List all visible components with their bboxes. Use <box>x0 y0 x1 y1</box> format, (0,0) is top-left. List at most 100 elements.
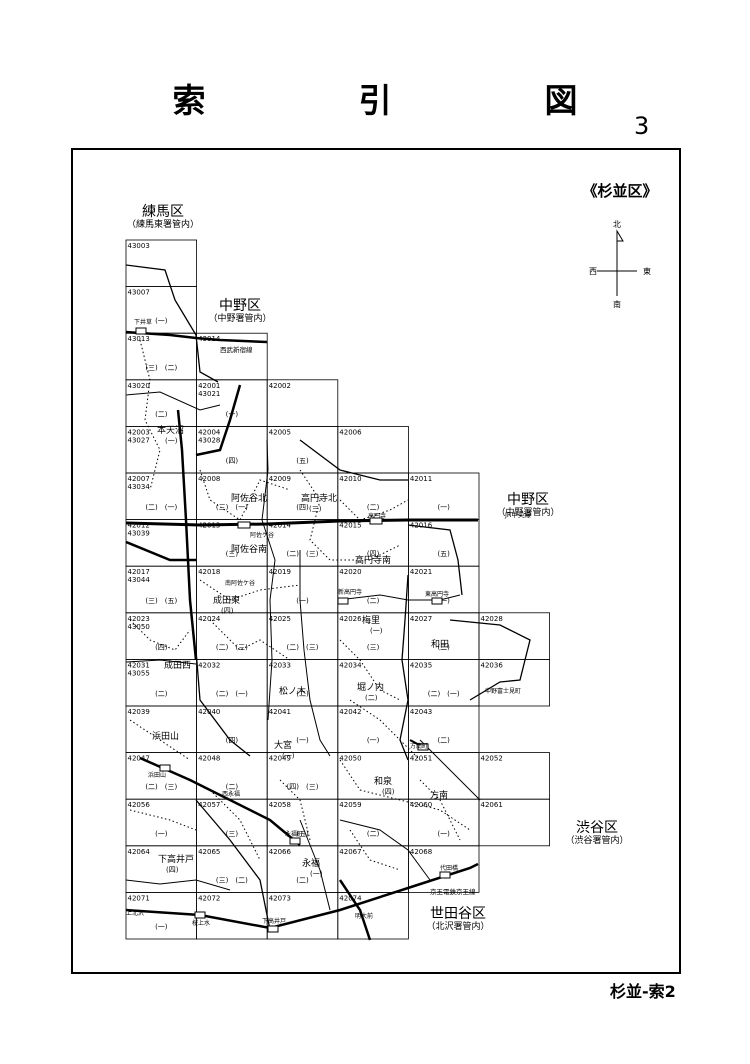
grid-cell[interactable]: 42021(一) <box>407 565 480 614</box>
grid-cell[interactable]: 42002 <box>266 379 339 427</box>
grid-cell[interactable]: 42068 <box>407 845 480 893</box>
compass-south: 南 <box>613 299 621 309</box>
station-name: 下高井戸 <box>262 917 286 925</box>
cell-code: 42001 <box>198 382 220 390</box>
cell-chome: (三) (五) <box>145 597 177 605</box>
grid-cell[interactable]: 42035(二) (一) <box>407 659 480 707</box>
cell-code: 42011 <box>410 475 432 483</box>
area-chome: (四) <box>221 607 234 615</box>
station-name: 高円寺 <box>368 512 386 520</box>
cell-chome: (一) <box>296 737 309 745</box>
cell-chome: (四) <box>296 504 309 512</box>
grid-cell[interactable]: 42028 <box>478 612 550 660</box>
grid-cell[interactable]: 42056(一) <box>125 798 197 847</box>
grid-cell[interactable]: 42014(二) (三) <box>266 519 339 567</box>
town-boundaries-dotted <box>129 339 471 871</box>
station-name: 方南町 <box>410 742 428 750</box>
cell-code: 42010 <box>339 475 361 483</box>
cell-chome: (一) <box>437 597 450 605</box>
grid-cell[interactable]: 42033(二) <box>266 659 339 707</box>
grid-cell[interactable]: 43020(二) <box>125 379 197 427</box>
area-chome: (四) <box>166 866 179 874</box>
grid-cell[interactable]: 43007(一) <box>125 286 197 334</box>
grid-cell[interactable]: 42011 (一) <box>407 472 480 520</box>
cell-chome: (三) <box>226 550 239 558</box>
grid-cell[interactable]: 42042(一) <box>337 705 409 753</box>
rail-line-name: 西武新宿線 <box>220 345 253 354</box>
footer-code: 杉並-索2 <box>610 982 676 1001</box>
grid-cell[interactable]: 42032(二) (一) <box>196 659 268 707</box>
grid-cell[interactable]: 42040(四) <box>196 705 268 753</box>
grid-cell[interactable]: 42065(三) (二) <box>196 845 268 893</box>
cell-code: 42012 <box>128 522 150 530</box>
cell-code: 43003 <box>128 242 150 250</box>
cell-code: 42039 <box>128 708 150 716</box>
grid-cell[interactable]: 42049 (四) (三) <box>266 752 339 800</box>
page-number: 3 <box>634 112 650 140</box>
grid-cell[interactable]: 42052 <box>478 752 550 800</box>
cell-chome: (三) (二) <box>216 876 248 884</box>
area-chome: (一) <box>165 437 178 445</box>
cell-code: 42034 <box>339 661 362 669</box>
area-chome: (三) <box>309 505 322 513</box>
area-name: 本天沼 <box>157 424 184 436</box>
cell-code: 42050 <box>339 755 361 763</box>
cell-code: 43021 <box>198 390 220 398</box>
grid-cell[interactable]: 42050 <box>337 752 409 800</box>
cell-code: 42031 <box>128 661 150 669</box>
grid-cell[interactable]: 42057(三) <box>196 798 268 847</box>
grid-cell[interactable]: 42013(三) <box>196 519 268 567</box>
grid-cell[interactable]: 42066(二) <box>266 845 339 893</box>
cell-code: 43044 <box>128 576 151 584</box>
compass-east: 東 <box>643 266 651 276</box>
grid-cell[interactable]: 42005(五) <box>266 425 339 474</box>
grid-cell[interactable]: 42039 <box>125 705 197 753</box>
cell-code: 42033 <box>269 661 291 669</box>
grid-cell[interactable]: 42064 <box>125 845 197 893</box>
cell-code: 42060 <box>410 801 432 809</box>
cell-code: 42049 <box>269 755 291 763</box>
area-name: 永福 <box>302 857 320 869</box>
grid-cell[interactable]: 42027(二) <box>407 612 480 660</box>
grid-cell[interactable]: 42006 <box>337 425 409 474</box>
cell-code: 43020 <box>128 382 150 390</box>
station-name: 浜田山 <box>148 771 166 779</box>
cell-code: 42041 <box>269 708 291 716</box>
grid-cell[interactable]: 43013(三) (二) <box>125 332 197 381</box>
cell-code: 42051 <box>410 755 432 763</box>
area-chome: (一) <box>310 870 323 878</box>
map-labels: 《杉並区》北南東西練馬区（練馬東署管内）中野区（中野署管内）中野区（中野署管内）… <box>126 182 658 932</box>
station-name: 東高円寺 <box>425 590 449 598</box>
grid-cell-border <box>407 845 480 893</box>
neighbor-ward-note: （中野署管内） <box>208 312 271 324</box>
grid-cell[interactable]: 42024(二) (三) <box>196 612 268 660</box>
grid-cell[interactable]: 42036 <box>478 659 550 707</box>
neighbor-ward-note: （渋谷署管内） <box>565 834 628 846</box>
cell-code: 42052 <box>481 755 503 763</box>
grid-cell[interactable]: 42060(一) <box>407 798 480 847</box>
cell-code: 42059 <box>339 801 361 809</box>
cell-code: 42015 <box>339 522 361 530</box>
grid-cell[interactable]: 42019(一) <box>266 565 339 614</box>
grid-cell[interactable]: 42061 <box>478 798 550 847</box>
area-name: 成田西 <box>164 659 191 671</box>
cell-chome: (一) <box>155 830 168 838</box>
grid-cell[interactable]: 43003 <box>125 239 197 287</box>
grid-cell[interactable]: 42074 <box>337 892 409 940</box>
station-name: 中野富士見町 <box>485 687 521 695</box>
cell-chome: (二) <box>226 783 239 791</box>
cell-code: 42027 <box>410 615 432 623</box>
area-name: 方南 <box>430 789 448 801</box>
cell-chome: (一) <box>437 504 450 512</box>
cell-chome: (四) (三) <box>287 783 319 791</box>
grid-cell[interactable]: 42058(五) <box>266 798 339 847</box>
area-name: 浜田山 <box>152 731 179 742</box>
neighbor-ward-name: 中野区 <box>507 492 549 508</box>
cell-code: 42025 <box>269 615 291 623</box>
cell-code: 42073 <box>269 894 291 902</box>
cell-chome: (五) <box>296 457 309 465</box>
